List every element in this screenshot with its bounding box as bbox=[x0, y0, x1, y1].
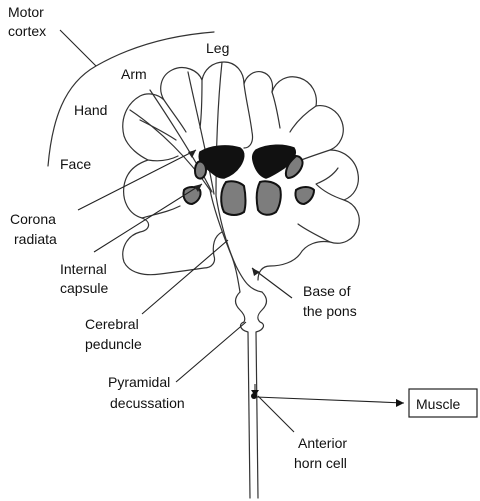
base-of-pons-leader bbox=[251, 267, 293, 299]
motor-cortex-arc bbox=[47, 31, 215, 167]
corticospinal-fibres bbox=[129, 61, 263, 293]
sulcus-line bbox=[139, 119, 177, 141]
label-base-of-pons-line1: Base of bbox=[303, 283, 351, 299]
internal-capsule-limb bbox=[215, 195, 263, 293]
anterior-horn-cell-leader bbox=[257, 395, 295, 433]
label-corona-radiata-line2: radiata bbox=[14, 231, 57, 247]
internal-capsule-leader bbox=[93, 183, 203, 253]
left-putamen bbox=[182, 186, 202, 206]
left-caudate-nucleus bbox=[194, 160, 208, 180]
label-face: Face bbox=[60, 156, 91, 172]
sulcus-line bbox=[315, 167, 345, 201]
label-motor-cortex-line1: Motor bbox=[8, 4, 44, 20]
label-hand: Hand bbox=[74, 102, 107, 118]
brain-outline bbox=[122, 61, 360, 281]
sulcus-line bbox=[147, 155, 179, 162]
arrowhead bbox=[188, 150, 196, 158]
label-pyramidal-decussation-line2: decussation bbox=[110, 395, 185, 411]
sulcus-line bbox=[199, 79, 203, 129]
label-pyramidal-decussation-line1: Pyramidal bbox=[108, 374, 170, 390]
left-hemisphere-outline bbox=[122, 61, 274, 276]
muscle-arrowhead bbox=[396, 399, 404, 407]
fibre-line bbox=[215, 61, 223, 197]
label-internal-capsule-line2: capsule bbox=[60, 280, 108, 296]
brainstem-spinal-cord bbox=[234, 291, 268, 499]
label-anterior-horn-cell-line2: horn cell bbox=[294, 455, 347, 471]
label-anterior-horn-cell-line1: Anterior bbox=[298, 435, 347, 451]
label-muscle: Muscle bbox=[416, 396, 461, 412]
arrowhead bbox=[252, 268, 260, 276]
right-thalamus bbox=[255, 180, 282, 216]
corona-radiata-leader bbox=[77, 149, 197, 211]
motor-output bbox=[251, 384, 478, 418]
descending-arrowhead bbox=[251, 390, 259, 396]
left-thalamus bbox=[220, 180, 247, 216]
right-lateral-ventricle bbox=[251, 144, 296, 179]
fibre-line bbox=[129, 109, 211, 191]
arrowhead bbox=[194, 184, 202, 192]
sulcus-line bbox=[163, 99, 187, 133]
leader-lines bbox=[59, 29, 295, 433]
label-base-of-pons-line2: the pons bbox=[303, 303, 357, 319]
sulcus-line bbox=[289, 105, 317, 133]
cerebral-peduncle-leader bbox=[141, 239, 229, 315]
sulcus-line bbox=[271, 91, 281, 129]
midbrain-right-edge bbox=[255, 291, 268, 499]
motor-cortex-leader bbox=[59, 29, 97, 67]
fibre-line bbox=[149, 89, 213, 193]
label-cerebral-peduncle-line1: Cerebral bbox=[85, 316, 139, 332]
label-leg: Leg bbox=[206, 40, 229, 56]
label-arm: Arm bbox=[121, 66, 147, 82]
fibre-line bbox=[187, 71, 215, 195]
right-putamen bbox=[294, 186, 316, 206]
midline-fissure bbox=[243, 83, 254, 149]
anterior-horn-cell-dot bbox=[251, 393, 257, 399]
label-cerebral-peduncle-line2: peduncle bbox=[85, 336, 142, 352]
sulcus-line bbox=[141, 205, 181, 219]
label-corona-radiata-line1: Corona bbox=[10, 211, 56, 227]
right-hemisphere-outline bbox=[257, 76, 360, 281]
label-internal-capsule-line1: Internal bbox=[60, 261, 107, 277]
pyramidal-decussation-leader bbox=[175, 321, 247, 383]
right-caudate-nucleus bbox=[284, 154, 304, 180]
sulcus-line bbox=[297, 223, 331, 243]
muscle-box bbox=[408, 388, 478, 418]
motor-neuron-axon bbox=[255, 396, 405, 404]
labels: Motor cortex Leg Arm Hand Face Corona ra… bbox=[8, 4, 461, 471]
label-motor-cortex-line2: cortex bbox=[8, 23, 46, 39]
midbrain-left-edge bbox=[234, 291, 251, 499]
deep-nuclei bbox=[182, 144, 316, 216]
